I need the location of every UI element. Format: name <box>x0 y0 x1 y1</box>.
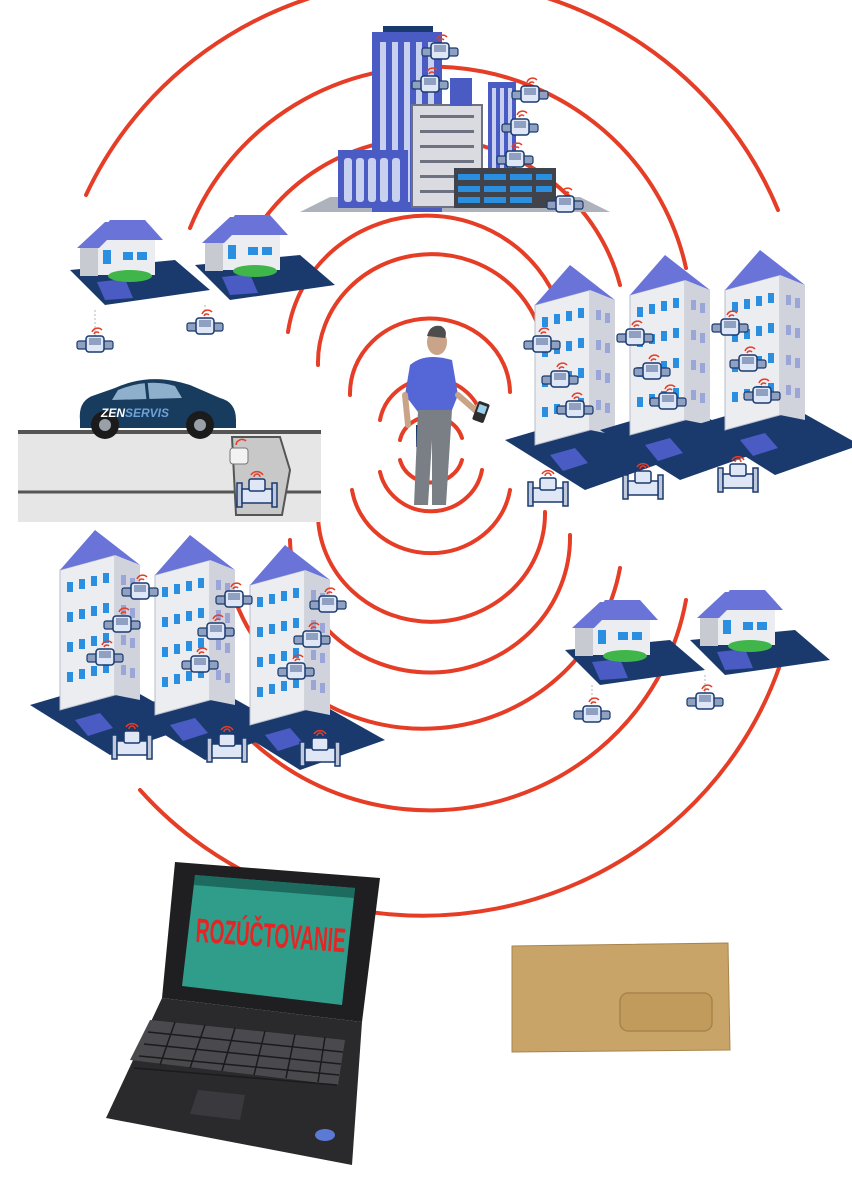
technician-icon <box>402 325 490 505</box>
water-meter-icon <box>527 469 569 507</box>
car-brand-part2: SERVIS <box>125 406 169 420</box>
car-icon: ZENSERVIS <box>79 379 236 439</box>
laptop-icon: ROZÚČTOVANIE <box>106 862 380 1165</box>
street-scene <box>18 430 321 522</box>
svg-text:ZENSERVIS: ZENSERVIS <box>100 406 169 420</box>
office-district <box>300 26 610 213</box>
car-brand-part1: ZEN <box>100 406 125 420</box>
envelope-icon <box>511 942 731 1053</box>
handheld-reader-icon <box>472 401 490 423</box>
family-houses-left <box>70 215 335 353</box>
apartment-blocks-right <box>504 249 852 507</box>
family-houses-right <box>565 590 830 723</box>
